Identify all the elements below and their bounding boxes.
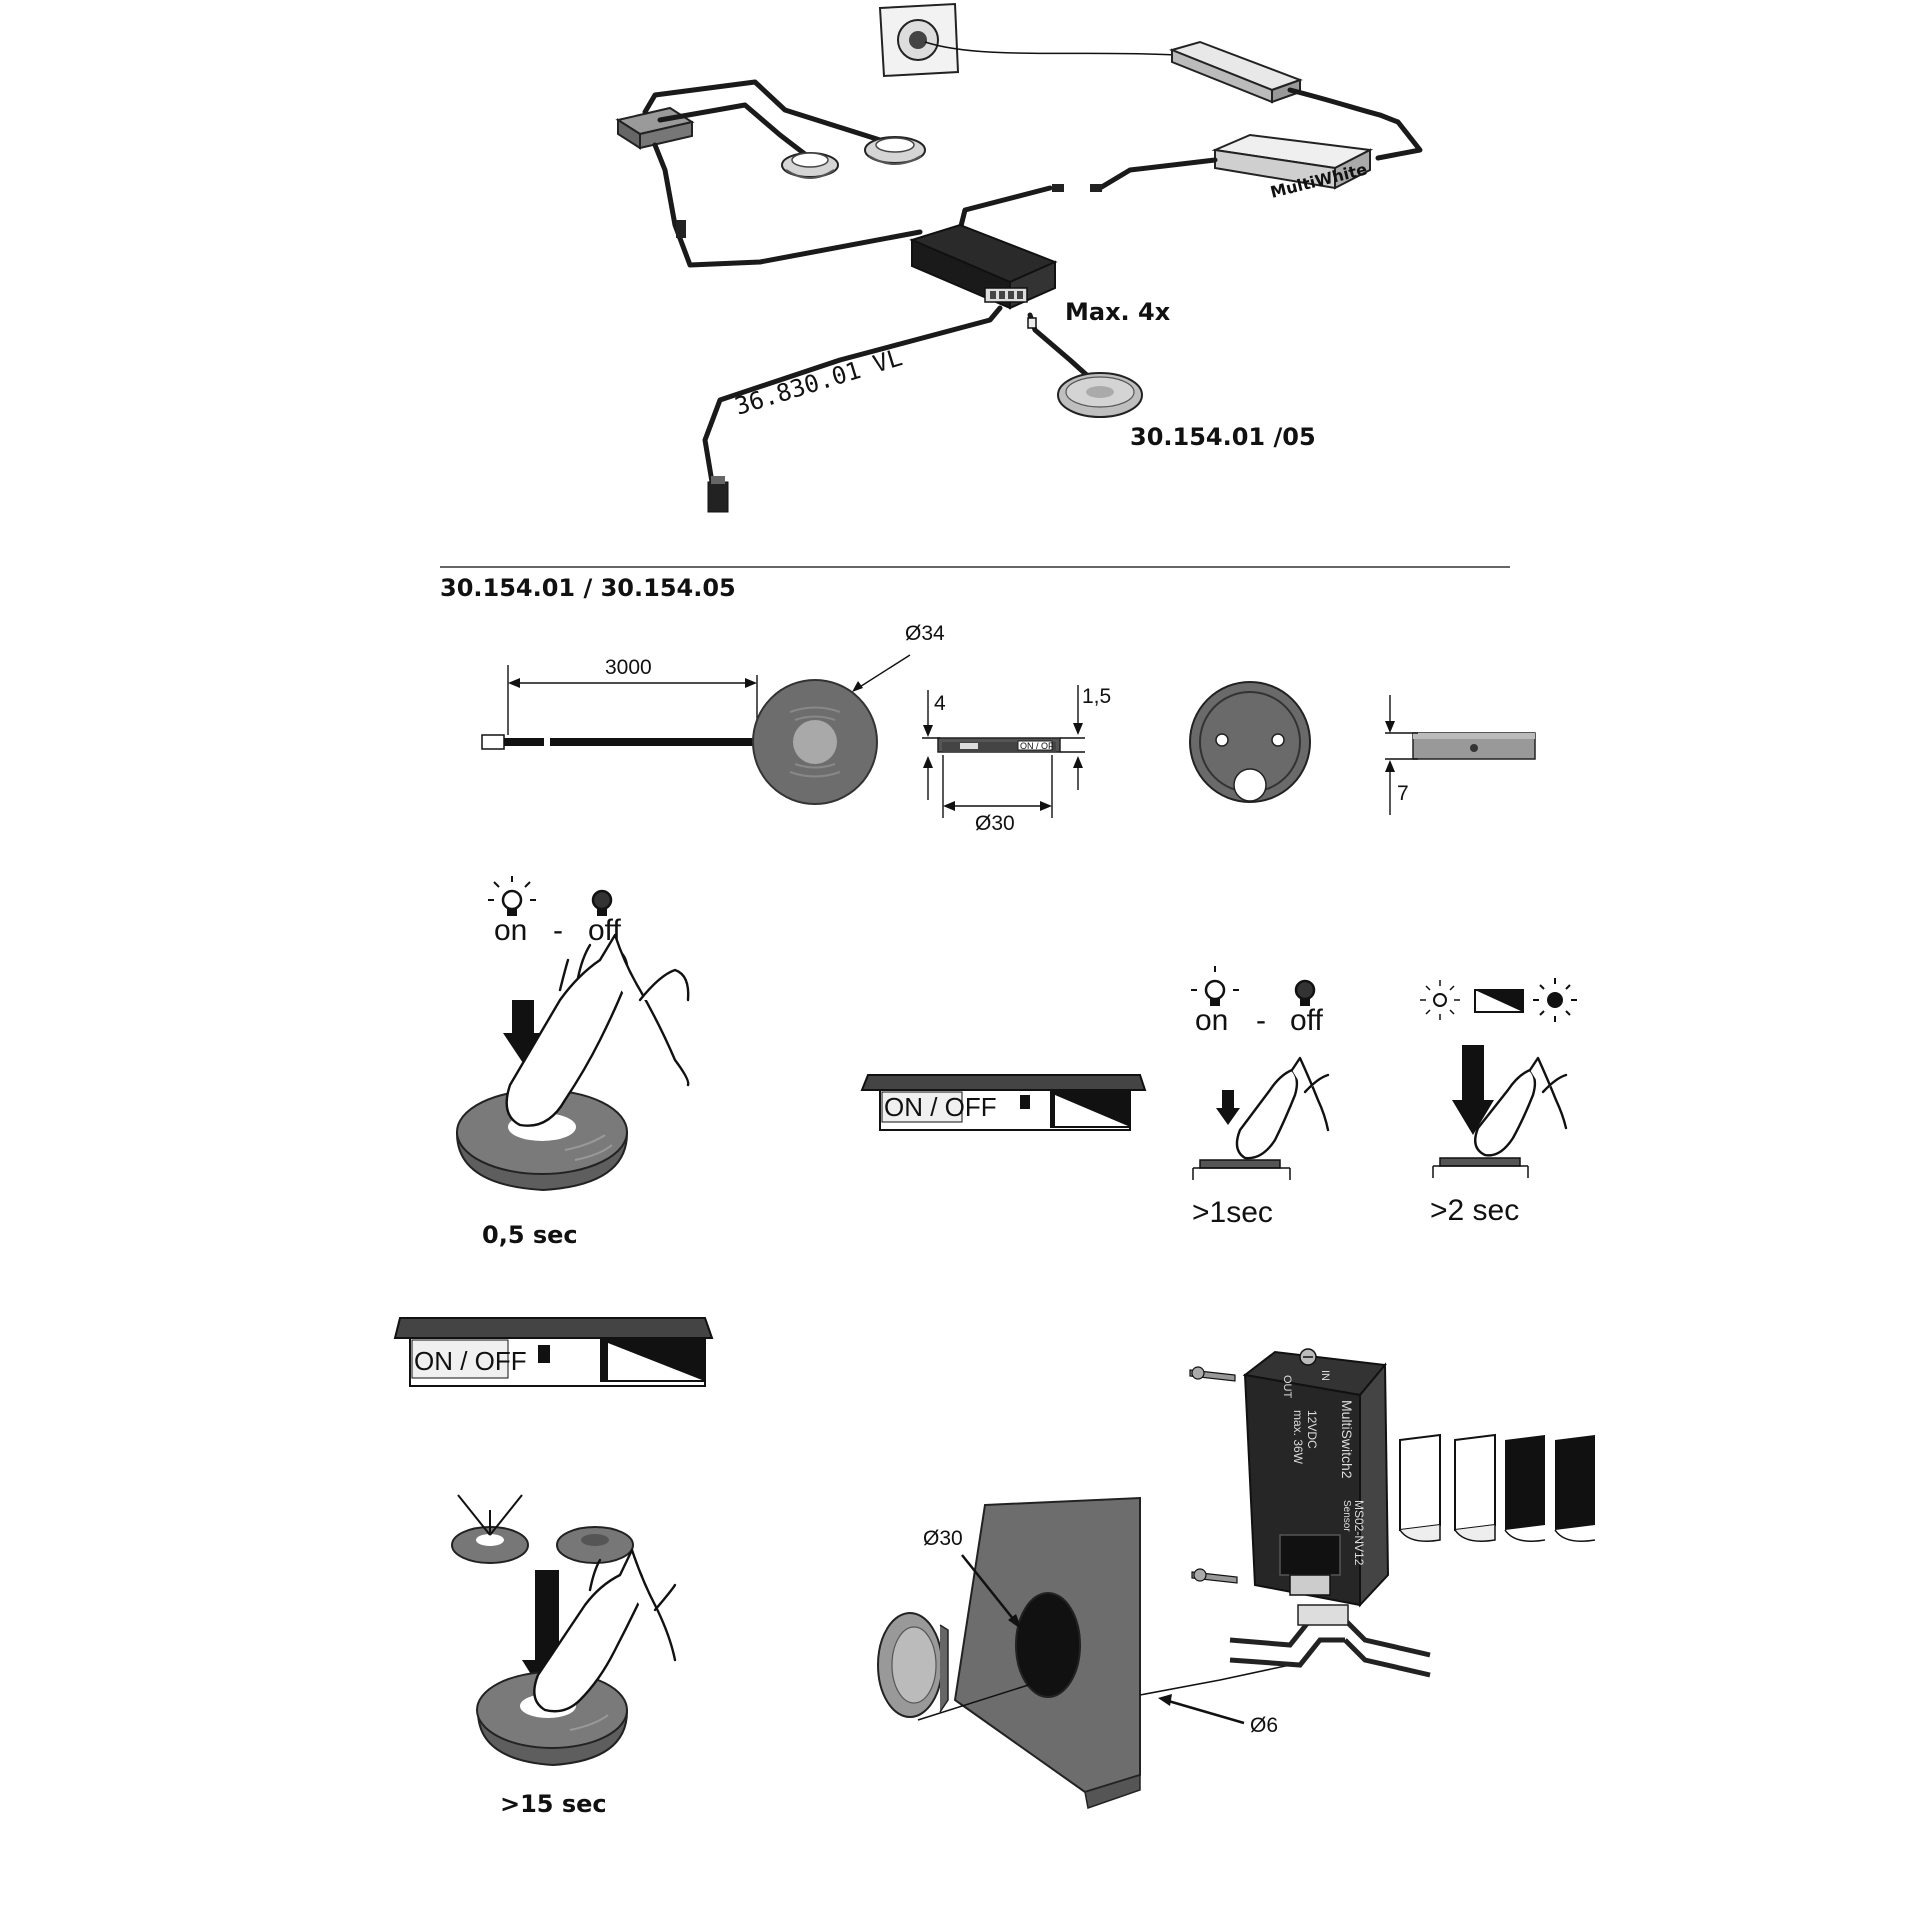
dash-1: - bbox=[553, 914, 563, 947]
operation-reset: >15 sec bbox=[451, 1494, 677, 1818]
screw-bottom bbox=[1191, 1568, 1238, 1584]
power-supply bbox=[1168, 40, 1303, 104]
height-4-label: 4 bbox=[934, 692, 946, 715]
dimension-drawings: 3000 Ø34 ON / OF 4 bbox=[481, 622, 1536, 835]
module-port-out: OUT bbox=[1281, 1375, 1293, 1399]
module-port-in: IN bbox=[1319, 1370, 1331, 1381]
sensor-cable-drawing bbox=[550, 738, 760, 746]
sensor-side-view: ON / OF bbox=[937, 737, 1061, 753]
driver-to-switch-cable bbox=[957, 185, 1053, 233]
operation-press-1sec: on - off >1sec bbox=[1191, 966, 1330, 1229]
module-power: max. 36W bbox=[1291, 1410, 1305, 1465]
on-label-1: on bbox=[494, 914, 527, 947]
sensor-dark-icon bbox=[556, 1526, 634, 1564]
press-arrow-icon bbox=[503, 1000, 543, 1063]
module-model: MS02-NV12 bbox=[1352, 1500, 1366, 1566]
bulb-off-icon-2 bbox=[1294, 979, 1316, 1006]
screw-top bbox=[1189, 1348, 1317, 1382]
cable-distributor bbox=[615, 106, 695, 150]
dash-2: - bbox=[1256, 1004, 1266, 1037]
outer-diameter-label: Ø34 bbox=[905, 622, 945, 645]
off-label-2: off bbox=[1290, 1004, 1323, 1037]
multiwhite-driver: MultiWhite bbox=[1211, 133, 1374, 202]
module-voltage: 12VDC bbox=[1305, 1410, 1319, 1449]
multiswitch-unit bbox=[909, 223, 1058, 310]
mounting-ring-side-view bbox=[1412, 732, 1536, 760]
switch-label-large: ON / OFF bbox=[414, 1346, 527, 1376]
extension-cable bbox=[702, 305, 1003, 503]
height-7-label: 7 bbox=[1397, 782, 1409, 805]
cable-plug bbox=[481, 734, 505, 750]
wall-socket bbox=[878, 2, 960, 78]
distributor-to-switch-cable bbox=[652, 142, 923, 268]
driver-cable bbox=[1097, 157, 1218, 191]
psu-output-cable bbox=[1287, 87, 1383, 118]
bulb-on-icon-2 bbox=[1191, 966, 1239, 1006]
switch-profile-medium: ON / OFF bbox=[860, 1074, 1147, 1131]
section-title: 30.154.01 / 30.154.05 bbox=[440, 574, 736, 602]
psu-to-driver-cable bbox=[1375, 112, 1423, 161]
on-label-2: on bbox=[1195, 1004, 1228, 1037]
switch-profile-large: ON / OFF bbox=[393, 1317, 714, 1387]
finger-press-3 bbox=[1474, 1068, 1537, 1157]
sensor-insert bbox=[877, 1612, 949, 1718]
hole-diameter-label: Ø30 bbox=[923, 1527, 963, 1550]
sensor-overview bbox=[1057, 372, 1143, 418]
sensor-lit-icon bbox=[451, 1494, 529, 1564]
cable-hole-diameter-label: Ø6 bbox=[1250, 1714, 1278, 1737]
sensor-bottom-view bbox=[1189, 681, 1311, 803]
height-1-5-label: 1,5 bbox=[1082, 685, 1111, 708]
dim-high-icon bbox=[1533, 978, 1577, 1022]
finger-press-2 bbox=[1235, 1068, 1299, 1160]
side-switch-label: ON / OF bbox=[1020, 741, 1054, 751]
cable-length-label: 3000 bbox=[605, 656, 652, 679]
bulb-on-icon bbox=[488, 876, 536, 916]
bulb-off-icon bbox=[591, 889, 613, 916]
press-short-label: 0,5 sec bbox=[482, 1221, 578, 1249]
module-port-sensor: Sensor bbox=[1341, 1500, 1352, 1532]
inner-diameter-label: Ø30 bbox=[975, 812, 1015, 835]
max-label: Max. 4x bbox=[1065, 298, 1171, 326]
sensor-label: 30.154.01 /05 bbox=[1130, 423, 1316, 451]
mains-cable bbox=[924, 41, 1176, 56]
multiswitch-module: MultiSwitch2 12VDC max. 36W MS02-NV12 IN… bbox=[1242, 1350, 1390, 1608]
operation-on-off: on - off 0,5 sec bbox=[455, 876, 690, 1249]
led-spot-1 bbox=[781, 152, 839, 179]
cable-label: 36.830.01 VL bbox=[732, 343, 906, 420]
dim-low-icon bbox=[1420, 980, 1460, 1020]
installation-drawing: Ø30 Ø6 MultiSwitch2 12VDC max. 36W MS02-… bbox=[877, 1348, 1596, 1809]
press-2sec-label: >2 sec bbox=[1430, 1194, 1519, 1227]
adhesive-pads bbox=[1399, 1433, 1596, 1542]
dim-ramp-icon bbox=[1474, 989, 1524, 1013]
spot-cable-2 bbox=[657, 102, 813, 161]
sensor-top-view bbox=[752, 679, 878, 805]
led-spot-2 bbox=[864, 136, 926, 165]
press-1sec-label: >1sec bbox=[1192, 1196, 1273, 1229]
spot-cable-1 bbox=[642, 79, 883, 143]
operation-press-2sec: >2 sec bbox=[1420, 978, 1577, 1227]
switch-label-medium: ON / OFF bbox=[884, 1092, 997, 1122]
wiring-overview: MultiWhite bbox=[615, 2, 1423, 513]
mounting-panel bbox=[953, 1496, 1141, 1809]
press-15sec-label: >15 sec bbox=[500, 1790, 607, 1818]
module-name: MultiSwitch2 bbox=[1339, 1400, 1355, 1479]
